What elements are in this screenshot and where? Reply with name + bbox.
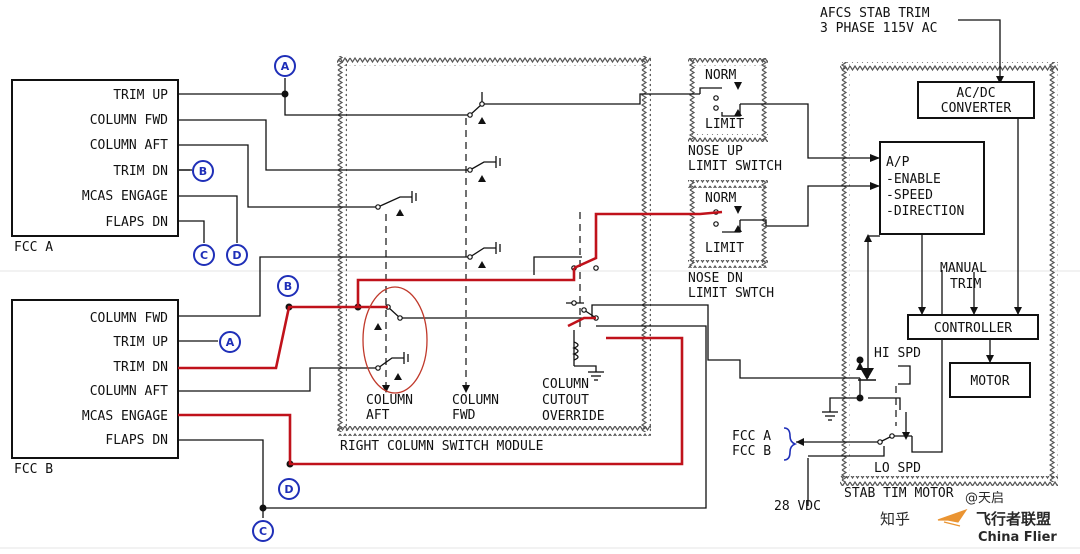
module-label: RIGHT COLUMN SWITCH MODULE bbox=[340, 439, 544, 454]
ap-direction-label: -DIRECTION bbox=[886, 204, 964, 219]
column-aft-highlight-ellipse bbox=[362, 286, 428, 394]
dashed-linkages bbox=[385, 118, 897, 426]
right-column-switch-module-enclosure bbox=[337, 56, 651, 436]
fcc-a-label: FCC A bbox=[14, 240, 53, 255]
ap-speed-label: -SPEED bbox=[886, 188, 933, 203]
fcc-a-pin-column-fwd: COLUMN FWD bbox=[90, 113, 168, 128]
bubble-d-fcc-a: D bbox=[226, 244, 248, 266]
fcc-b-pin-column-fwd: COLUMN FWD bbox=[90, 311, 168, 326]
stab-trim-motor-enclosure bbox=[840, 62, 1058, 486]
watermark: 知乎 @天启 飞行者联盟 China Flier bbox=[880, 491, 1057, 545]
cutout-label-1: COLUMN bbox=[542, 377, 589, 392]
nose-dn-limit-switch-enclosure bbox=[688, 180, 768, 268]
black-wiring bbox=[178, 19, 1019, 518]
watermark-en: China Flier bbox=[978, 530, 1057, 545]
svg-text:A: A bbox=[226, 336, 235, 349]
fcc-select-brace bbox=[783, 427, 798, 461]
vdc-label: 28 VDC bbox=[774, 499, 821, 514]
bubble-b-fcc-a: B bbox=[178, 160, 214, 182]
fcc-a-box: TRIM UP COLUMN FWD COLUMN AFT TRIM DN MC… bbox=[11, 79, 179, 255]
svg-text:D: D bbox=[284, 483, 293, 496]
nose-up-name-2: LIMIT SWITCH bbox=[688, 159, 782, 174]
fcc-b-pin-trim-dn: TRIM DN bbox=[113, 360, 168, 375]
watermark-cn: 飞行者联盟 bbox=[976, 510, 1051, 528]
red-wiring bbox=[178, 210, 723, 466]
fcc-b-pin-trim-up: TRIM UP bbox=[113, 335, 168, 350]
linkage-arrows bbox=[374, 76, 1022, 446]
fcc-a-pin-column-aft: COLUMN AFT bbox=[90, 138, 168, 153]
converter-label-1: AC/DC bbox=[956, 86, 995, 101]
manual-trim-label-1: MANUAL bbox=[940, 261, 987, 276]
nose-dn-name-2: LIMIT SWTCH bbox=[688, 286, 774, 301]
background-grid bbox=[0, 270, 1080, 549]
svg-text:C: C bbox=[259, 525, 267, 538]
motor-label: MOTOR bbox=[970, 374, 1009, 389]
fcc-a-pin-flaps-dn: FLAPS DN bbox=[105, 215, 168, 230]
lo-spd-label: LO SPD bbox=[874, 461, 921, 476]
cutout-label-3: OVERRIDE bbox=[542, 409, 605, 424]
fcc-b-pin-column-aft: COLUMN AFT bbox=[90, 384, 168, 399]
bubble-a-fcc-b: A bbox=[219, 331, 241, 353]
bubble-b-mid: B bbox=[277, 275, 299, 297]
ac-dc-converter-box: AC/DC CONVERTER bbox=[917, 81, 1035, 119]
stab-trim-motor-label: STAB TIM MOTOR bbox=[844, 486, 954, 501]
fcc-b-pin-flaps-dn: FLAPS DN bbox=[105, 433, 168, 448]
column-aft-label-2: AFT bbox=[366, 408, 390, 423]
cutout-label-2: CUTOUT bbox=[542, 393, 589, 408]
nose-dn-norm-label: NORM bbox=[705, 191, 736, 206]
fcc-a-pin-mcas-engage: MCAS ENGAGE bbox=[82, 189, 168, 204]
motor-box: MOTOR bbox=[949, 362, 1031, 398]
fcc-a-select-label: FCC A bbox=[732, 429, 771, 444]
controller-box: CONTROLLER bbox=[907, 314, 1039, 340]
column-fwd-label-2: FWD bbox=[452, 408, 476, 423]
nose-up-norm-label: NORM bbox=[705, 68, 736, 83]
svg-text:B: B bbox=[199, 165, 207, 178]
column-aft-label-1: COLUMN bbox=[366, 393, 413, 408]
controller-label: CONTROLLER bbox=[934, 321, 1012, 336]
column-fwd-label-1: COLUMN bbox=[452, 393, 499, 408]
svg-text:C: C bbox=[200, 249, 208, 262]
fcc-b-select-label: FCC B bbox=[732, 444, 771, 459]
plane-logo-icon bbox=[937, 508, 968, 527]
nose-up-limit-label: LIMIT bbox=[705, 117, 744, 132]
nose-up-name-1: NOSE UP bbox=[688, 144, 743, 159]
hi-spd-label: HI SPD bbox=[874, 346, 921, 361]
fcc-a-pin-trim-up: TRIM UP bbox=[113, 88, 168, 103]
ap-label: A/P bbox=[886, 155, 910, 170]
switch-contacts bbox=[375, 95, 895, 445]
fcc-b-pin-mcas-engage: MCAS ENGAGE bbox=[82, 409, 168, 424]
ap-enable-label: -ENABLE bbox=[886, 172, 941, 187]
svg-text:B: B bbox=[284, 280, 292, 293]
converter-label-2: CONVERTER bbox=[941, 101, 1012, 116]
fcc-b-label: FCC B bbox=[14, 462, 53, 477]
ap-box: A/P -ENABLE -SPEED -DIRECTION bbox=[879, 141, 985, 235]
bubble-c-bottom: C bbox=[252, 520, 274, 542]
afcs-label-2: 3 PHASE 115V AC bbox=[820, 21, 937, 36]
fcc-b-box: COLUMN FWD TRIM UP TRIM DN COLUMN AFT MC… bbox=[11, 299, 179, 477]
watermark-zhihu: 知乎 bbox=[880, 510, 910, 528]
nose-dn-name-1: NOSE DN bbox=[688, 271, 743, 286]
afcs-label-1: AFCS STAB TRIM bbox=[820, 6, 930, 21]
nose-dn-limit-label: LIMIT bbox=[705, 241, 744, 256]
bubble-c-fcc-a: C bbox=[193, 244, 215, 266]
nose-up-limit-switch-enclosure bbox=[688, 58, 768, 142]
manual-trim-label-2: TRIM bbox=[950, 277, 981, 292]
watermark-handle: @天启 bbox=[965, 491, 1004, 506]
bubble-d-bottom: D bbox=[278, 478, 300, 500]
bubble-a-top: A bbox=[274, 55, 296, 77]
fcc-a-pin-trim-dn: TRIM DN bbox=[113, 164, 168, 179]
svg-text:D: D bbox=[232, 249, 241, 262]
svg-text:A: A bbox=[281, 60, 290, 73]
